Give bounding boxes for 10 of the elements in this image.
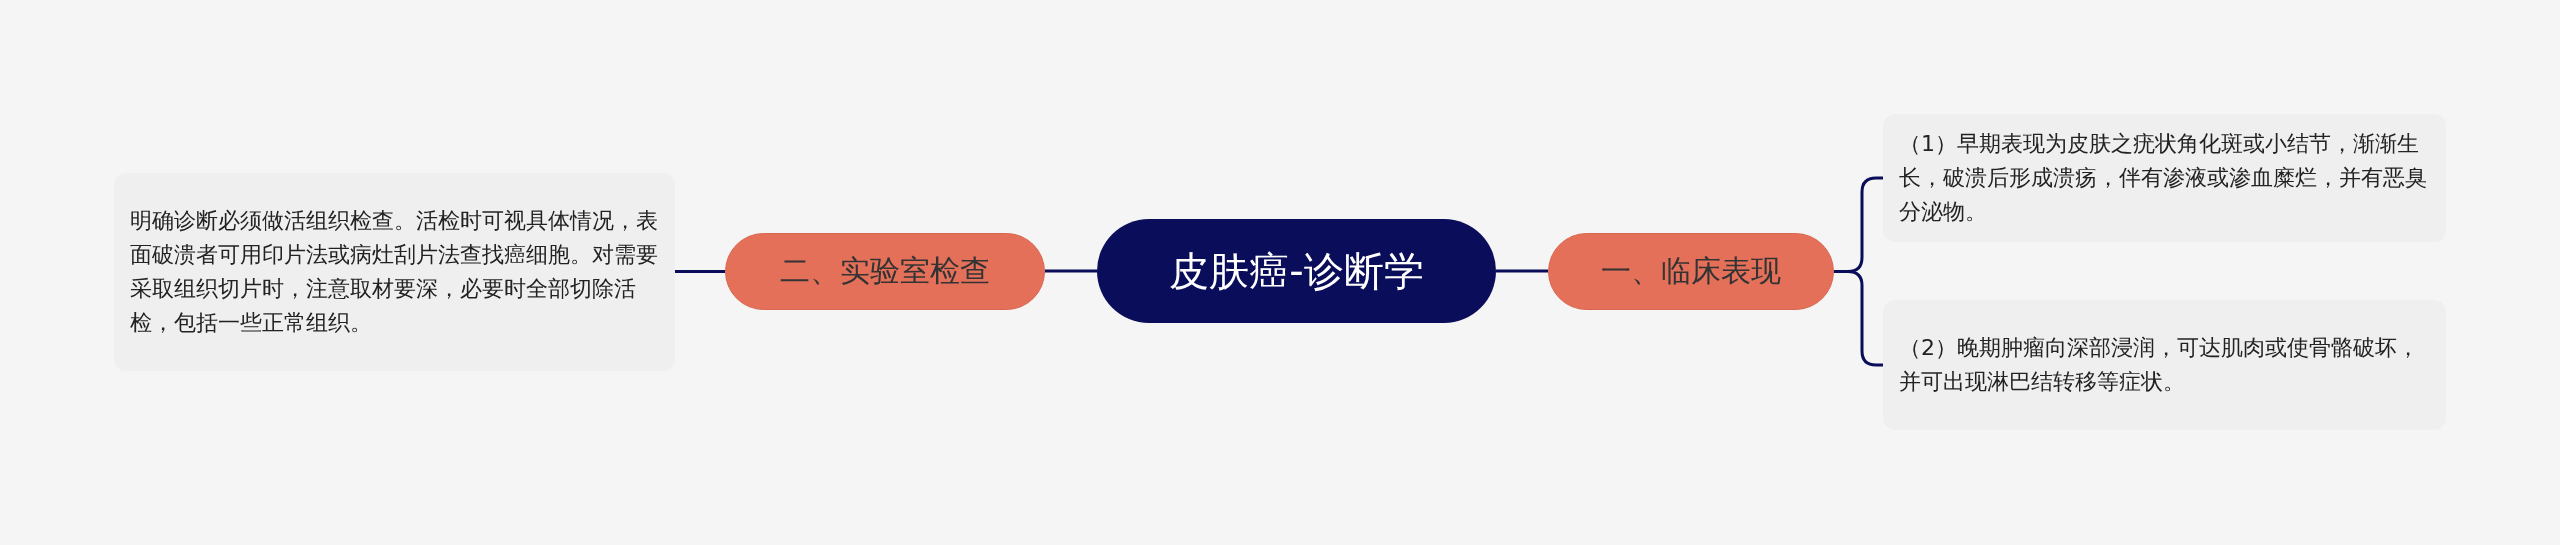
- branch-topic-box: 二、实验室检查: [725, 233, 1045, 310]
- connector-line: [675, 270, 725, 273]
- connector-line: [1834, 270, 1883, 367]
- connector-line: [1496, 269, 1548, 273]
- note-box: （2）晚期肿瘤向深部浸润，可达肌肉或使骨骼破坏，并可出现淋巴结转移等症状。: [1883, 300, 2446, 430]
- connector-line: [1045, 269, 1097, 273]
- note-box: （1）早期表现为皮肤之疣状角化斑或小结节，渐渐生长，破溃后形成溃疡，伴有渗液或渗血糜烂，并有恶臭分泌物。: [1883, 114, 2446, 242]
- central-topic-box: 皮肤癌-诊断学: [1097, 219, 1496, 323]
- note-box: 明确诊断必须做活组织检查。活检时可视具体情况，表面破溃者可用印片法或病灶刮片法查找癌细胞。对需要采取组织切片时，注意取材要深，必要时全部切除活检，包括一些正常组织。: [114, 173, 675, 371]
- branch-topic-box: 一、临床表现: [1548, 233, 1834, 310]
